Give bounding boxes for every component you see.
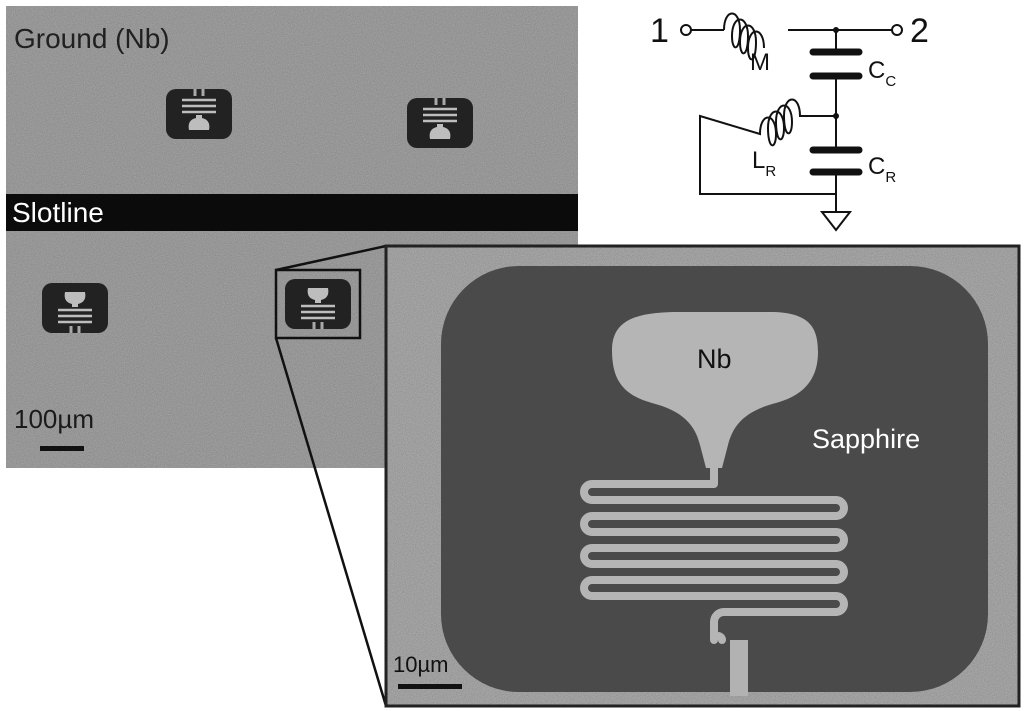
zoom-line-top bbox=[275, 244, 387, 272]
sem-overview: Ground (Nb) Slotline 100µm bbox=[6, 6, 578, 468]
ground-label: Ground (Nb) bbox=[14, 23, 170, 54]
sem-zoom: Nb Sapphire 10µm bbox=[384, 244, 1021, 708]
scalebar-10um-label: 10µm bbox=[393, 652, 448, 677]
resonator-inductor-label: LR bbox=[752, 147, 776, 180]
resonator-cap-label: CR bbox=[868, 153, 896, 186]
meander-inductor bbox=[580, 464, 848, 644]
port-1-label: 1 bbox=[650, 12, 669, 50]
nb-pad bbox=[612, 312, 818, 468]
mutual-inductor bbox=[723, 12, 765, 61]
scalebar-10um bbox=[398, 684, 462, 689]
coupling-cap-label: CC bbox=[868, 57, 896, 90]
resonator-inductor bbox=[699, 98, 836, 195]
resonator-bottom-left bbox=[40, 281, 110, 335]
scalebar-100um-label: 100µm bbox=[14, 404, 94, 434]
zoom-source-box bbox=[274, 268, 362, 340]
port-1-terminal bbox=[680, 24, 692, 36]
ground-symbol-icon bbox=[819, 211, 853, 232]
mutual-inductance-label: M bbox=[750, 49, 770, 76]
scalebar-100um bbox=[40, 446, 84, 451]
resonator-top-left bbox=[164, 87, 234, 141]
resonator-bottom-right bbox=[283, 277, 353, 331]
sapphire-label: Sapphire bbox=[812, 424, 920, 454]
port-2-terminal bbox=[891, 24, 903, 36]
resonator-top-right bbox=[405, 96, 475, 150]
circuit-schematic: 1 2 M CC LR CR bbox=[650, 12, 929, 232]
nb-label: Nb bbox=[697, 344, 732, 374]
slotline-label: Slotline bbox=[12, 197, 104, 228]
port-2-label: 2 bbox=[910, 12, 929, 50]
zoom-line-bottom bbox=[274, 337, 388, 707]
slotline bbox=[6, 194, 578, 231]
